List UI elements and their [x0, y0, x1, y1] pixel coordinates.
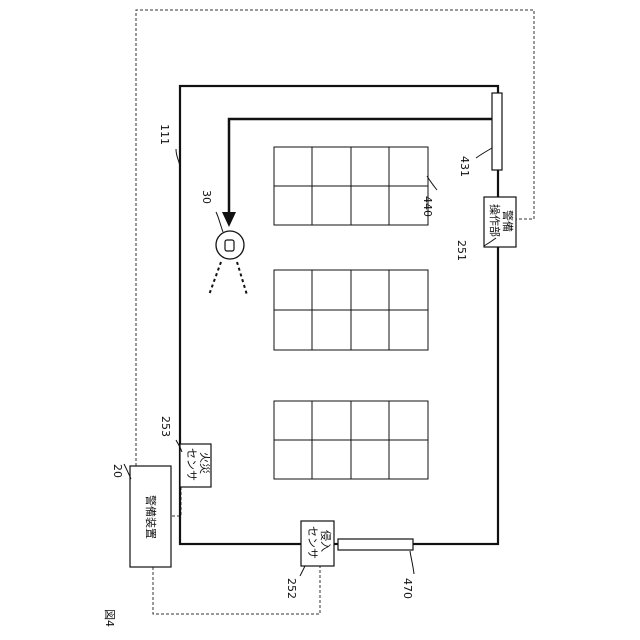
- leader-30: [216, 212, 223, 232]
- ref-470: 470: [401, 578, 414, 599]
- signal-wiring: [136, 10, 534, 614]
- ref-251: 251: [455, 240, 468, 261]
- shelf-group-top: [274, 147, 428, 225]
- ref-440: 440: [421, 196, 434, 217]
- leader-431: [476, 148, 492, 158]
- shelf-group-middle: [274, 270, 428, 350]
- intrusion-sensor-label-line1: 侵入: [319, 530, 332, 552]
- security-device-label: 警備装置: [144, 495, 158, 539]
- robot-30: [209, 231, 247, 295]
- ref-30: 30: [200, 190, 213, 204]
- ref-252: 252: [285, 578, 298, 599]
- ref-431: 431: [458, 156, 471, 177]
- wire-to-operation-unit: [136, 10, 534, 466]
- ref-20: 20: [111, 464, 124, 478]
- room-wall: [180, 86, 498, 544]
- operation-unit-label-line1: 警備: [501, 210, 515, 232]
- leader-252: [300, 566, 305, 576]
- operation-unit-label-line2: 操作部: [488, 204, 502, 237]
- fire-sensor-label-line1: 火災: [198, 452, 211, 474]
- fire-sensor-label-line2: センサ: [185, 448, 198, 481]
- ref-253: 253: [159, 416, 172, 437]
- shelf-group-bottom: [274, 401, 428, 479]
- door-upper: [492, 93, 502, 170]
- figure-label: 図4: [103, 609, 116, 627]
- ref-111: 111: [158, 124, 171, 145]
- door-lower: [338, 539, 413, 550]
- intrusion-sensor-label-line2: センサ: [306, 526, 319, 559]
- leader-470: [410, 551, 414, 574]
- robot-path-arrow: [222, 119, 492, 227]
